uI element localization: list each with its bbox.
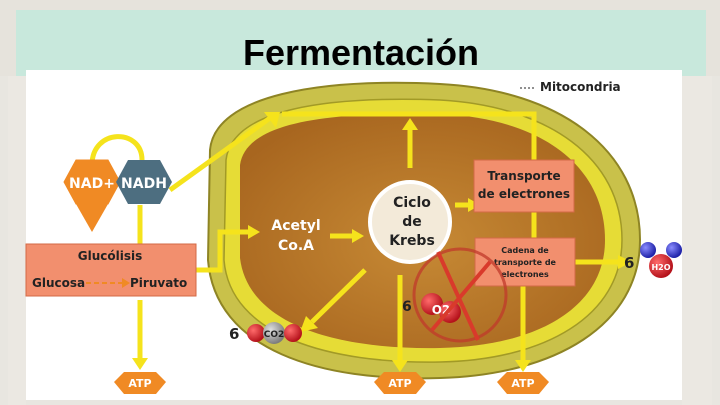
krebs-cycle: Ciclo de Krebs [368,180,452,264]
pyruvate-to-acetyl-arrow [196,229,250,273]
cross-line-1 [436,251,480,341]
krebs-to-co2-arrow [310,268,367,324]
nad-drop-shape [76,204,108,232]
arrowhead-atp-center [392,360,408,372]
chain-line-1: Cadena de [501,246,549,255]
oxygen-count: 6 [402,299,412,315]
nadh-label: NADH [121,176,167,192]
arrowhead-water [618,255,632,269]
electron-transport-line-2: de electrones [478,187,570,201]
arrowhead-atp-right [515,360,531,372]
atp-right-label: ATP [511,377,534,390]
slide-title: Fermentación [242,32,480,73]
nadh-node: NADH [116,160,172,204]
right-strip [682,76,712,405]
co2-formula: CO2 [264,330,285,340]
arrowhead-matrix [264,112,280,128]
arrowhead-co2 [300,316,318,332]
cross-line-2 [430,260,492,332]
glycolysis-box: Glucólisis Glucosa Piruvato [25,243,197,297]
krebs-line-3: Krebs [389,233,435,249]
chain-line-2: transporte de [494,258,557,267]
nadh-to-matrix-arrow [168,115,272,193]
nad-plus-label: NAD+ [69,176,115,192]
water-oxygen-icon [649,254,673,278]
arrowhead-krebs [352,229,364,243]
chain-line-3: electrones [501,270,549,279]
prohibition-circle-icon [412,247,508,343]
title-band: Fermentación [16,10,706,76]
water-hydrogen-2-icon [666,242,682,258]
oxygen-atom-1-icon [421,293,443,315]
nad-cycle-arrow [89,134,145,166]
electron-transport-box: Transporte de electrones [473,159,575,213]
co2-oxygen-1-icon [247,324,265,342]
water-group: 6 H2O [624,242,682,278]
krebs-line-1: Ciclo [393,195,431,211]
water-formula: H2O [651,263,670,272]
glucose-label: Glucosa [32,276,85,290]
water-count: 6 [624,254,634,272]
arrowhead-acetyl [248,225,260,239]
acetyl-label: Acetyl [271,218,320,234]
atp-left-label: ATP [128,377,151,390]
mitochondria-label: Mitocondria [540,80,621,94]
co2-count: 6 [229,325,239,343]
water-hydrogen-1-icon [640,242,656,258]
co2-carbon-icon [263,322,285,344]
atp-center-label: ATP [388,377,411,390]
coa-label: Co.A [278,238,314,254]
electron-transport-line-1: Transporte [487,169,560,183]
oxygen-group: 6 O2 [402,247,508,343]
glycolysis-title: Glucólisis [78,249,143,263]
krebs-line-2: de [402,214,422,230]
arrowhead-atp-left [132,358,148,370]
co2-group: 6 CO2 [229,322,302,344]
pyruvate-label: Piruvato [130,276,187,290]
arrowhead-top [402,118,418,130]
atp-left: ATP [114,372,166,394]
glucose-arrowhead [122,278,130,288]
atp-right: ATP [497,372,549,394]
atp-center: ATP [374,372,426,394]
nad-plus-node: NAD+ [63,159,121,205]
co2-oxygen-2-icon [284,324,302,342]
left-strip [8,76,26,405]
